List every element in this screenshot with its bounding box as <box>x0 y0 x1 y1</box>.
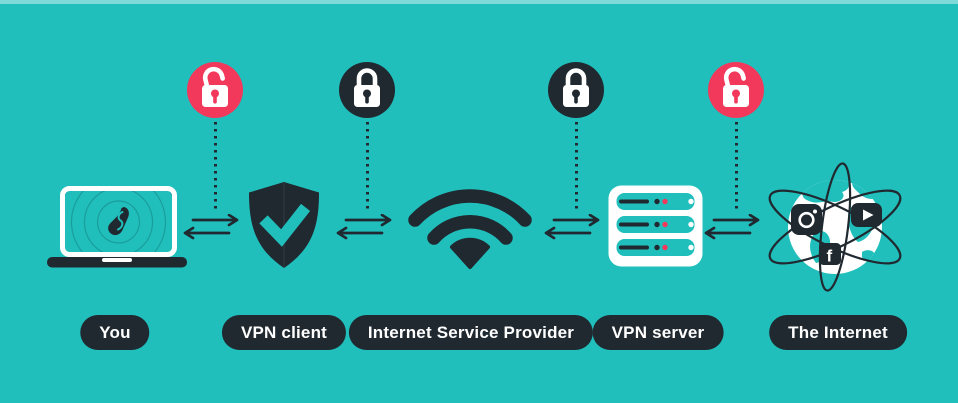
youtube-icon <box>851 203 882 227</box>
facebook-icon: f <box>819 243 841 266</box>
instagram-icon <box>791 204 822 235</box>
unlock-icon <box>187 62 243 118</box>
wifi-icon <box>408 189 532 269</box>
globe-social-icon: f <box>768 162 902 292</box>
lock-icon <box>548 62 604 118</box>
svg-text:f: f <box>827 247 833 266</box>
laptop-surfshark-icon <box>47 186 187 268</box>
server-rack-row <box>616 239 695 256</box>
bidirectional-arrows-icon <box>336 214 392 240</box>
node-label-the-internet: The Internet <box>769 315 907 350</box>
server-rack-row <box>616 216 695 233</box>
shield-check-icon <box>249 182 319 268</box>
node-label-you: You <box>80 315 150 350</box>
lock-icon <box>339 62 395 118</box>
node-label-vpn-client: VPN client <box>221 315 347 350</box>
server-rack-row <box>616 193 695 210</box>
trackpad-notch <box>102 258 132 262</box>
dotted-connector-line <box>213 122 217 210</box>
unlock-icon <box>708 62 764 118</box>
dotted-connector-line <box>365 122 369 210</box>
bidirectional-arrows-icon <box>544 214 600 240</box>
node-label-isp: Internet Service Provider <box>348 315 594 350</box>
surfshark-logo <box>108 207 129 236</box>
server-icon <box>608 185 703 267</box>
top-edge-strip <box>0 0 958 4</box>
node-label-vpn-server: VPN server <box>592 315 724 350</box>
bidirectional-arrows-icon <box>183 214 239 240</box>
radar-rings <box>65 191 172 252</box>
dotted-connector-line <box>734 122 738 210</box>
checkmark <box>259 203 311 247</box>
dotted-connector-line <box>574 122 578 210</box>
bidirectional-arrows-icon <box>704 214 760 240</box>
